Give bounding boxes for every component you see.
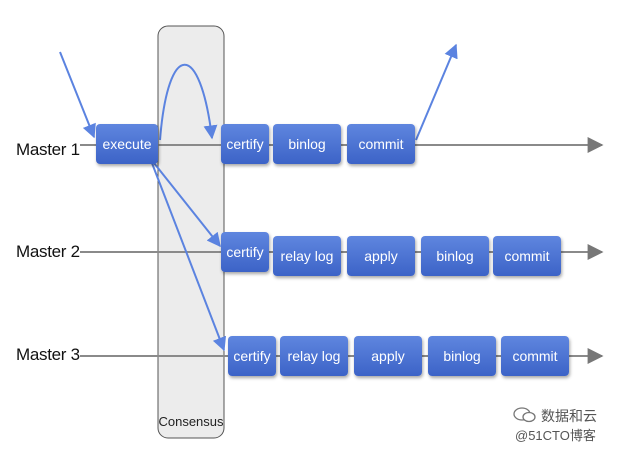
- consensus-label: Consensus: [158, 414, 224, 429]
- arrow-outgoing: [415, 43, 458, 141]
- step-binlog-1: binlog: [273, 124, 341, 164]
- row-label-master-1: Master 1: [16, 140, 80, 159]
- step-execute: execute: [96, 124, 158, 164]
- watermark-line-1: 数据和云: [541, 408, 597, 424]
- step-apply-2: apply: [347, 236, 415, 276]
- step-binlog-3: binlog: [428, 336, 496, 376]
- wechat-icon: [513, 407, 536, 423]
- watermark-line-2: @51CTO博客: [515, 428, 596, 443]
- step-certify-2: certify: [221, 232, 269, 272]
- step-commit-3: commit: [501, 336, 569, 376]
- step-certify-1: certify: [221, 124, 269, 164]
- step-relay-log-3: relay log: [280, 336, 348, 376]
- arrow-incoming: [59, 51, 96, 139]
- row-label-master-3: Master 3: [16, 345, 80, 364]
- step-commit-1: commit: [347, 124, 415, 164]
- step-apply-3: apply: [354, 336, 422, 376]
- arrow-to-certify-2: [149, 157, 221, 248]
- step-certify-3: certify: [228, 336, 276, 376]
- arrow-loop-certify-1: [159, 63, 218, 141]
- step-commit-2: commit: [493, 236, 561, 276]
- step-binlog-2: binlog: [421, 236, 489, 276]
- step-relay-log-2: relay log: [273, 236, 341, 276]
- row-label-master-2: Master 2: [16, 242, 80, 261]
- arrow-to-certify-3: [149, 157, 227, 352]
